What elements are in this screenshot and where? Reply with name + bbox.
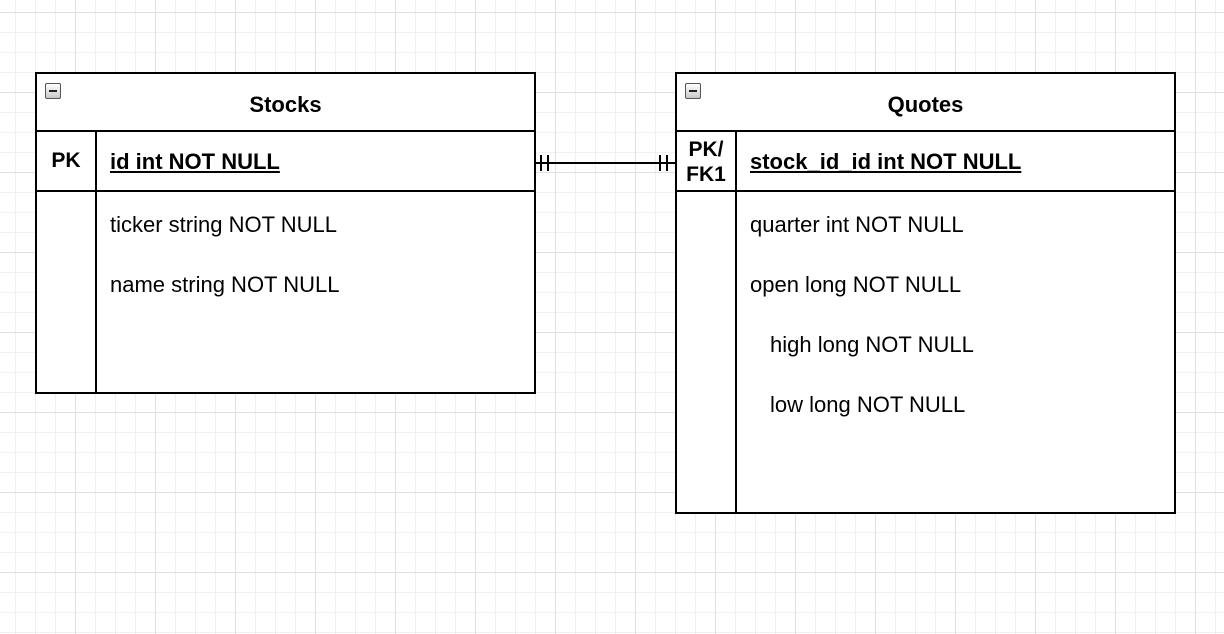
stocks-key-field: id int NOT NULL (110, 149, 280, 174)
stocks-key-label: PK (51, 149, 81, 172)
quotes-field-high: high long NOT NULL (770, 332, 974, 357)
quotes-table-title: Quotes (887, 92, 964, 117)
quotes-primary-key-row[interactable]: PK/ FK1 stock_id_id int NOT NULL (677, 132, 1174, 192)
stocks-key-column-divider (95, 132, 97, 392)
stocks-table-header[interactable]: Stocks (37, 74, 534, 132)
quotes-table[interactable]: Quotes PK/ FK1 stock_id_id int NOT NULL … (675, 72, 1176, 514)
stocks-field-ticker: ticker string NOT NULL (110, 212, 337, 237)
quotes-key-label: PK/ FK1 (686, 138, 726, 186)
stocks-primary-key-row[interactable]: PK id int NOT NULL (37, 132, 534, 192)
quotes-table-header[interactable]: Quotes (677, 74, 1174, 132)
stocks-table[interactable]: Stocks PK id int NOT NULL ticker string … (35, 72, 536, 394)
stocks-table-title: Stocks (249, 92, 322, 117)
quotes-key-column-divider (735, 132, 737, 512)
quotes-field-quarter: quarter int NOT NULL (750, 212, 964, 237)
collapse-minus-icon[interactable] (685, 83, 701, 99)
collapse-minus-icon[interactable] (45, 83, 61, 99)
stocks-field-name: name string NOT NULL (110, 272, 340, 297)
quotes-field-open: open long NOT NULL (750, 272, 962, 297)
quotes-field-low: low long NOT NULL (770, 392, 966, 417)
quotes-key-field: stock_id_id int NOT NULL (750, 149, 1022, 174)
